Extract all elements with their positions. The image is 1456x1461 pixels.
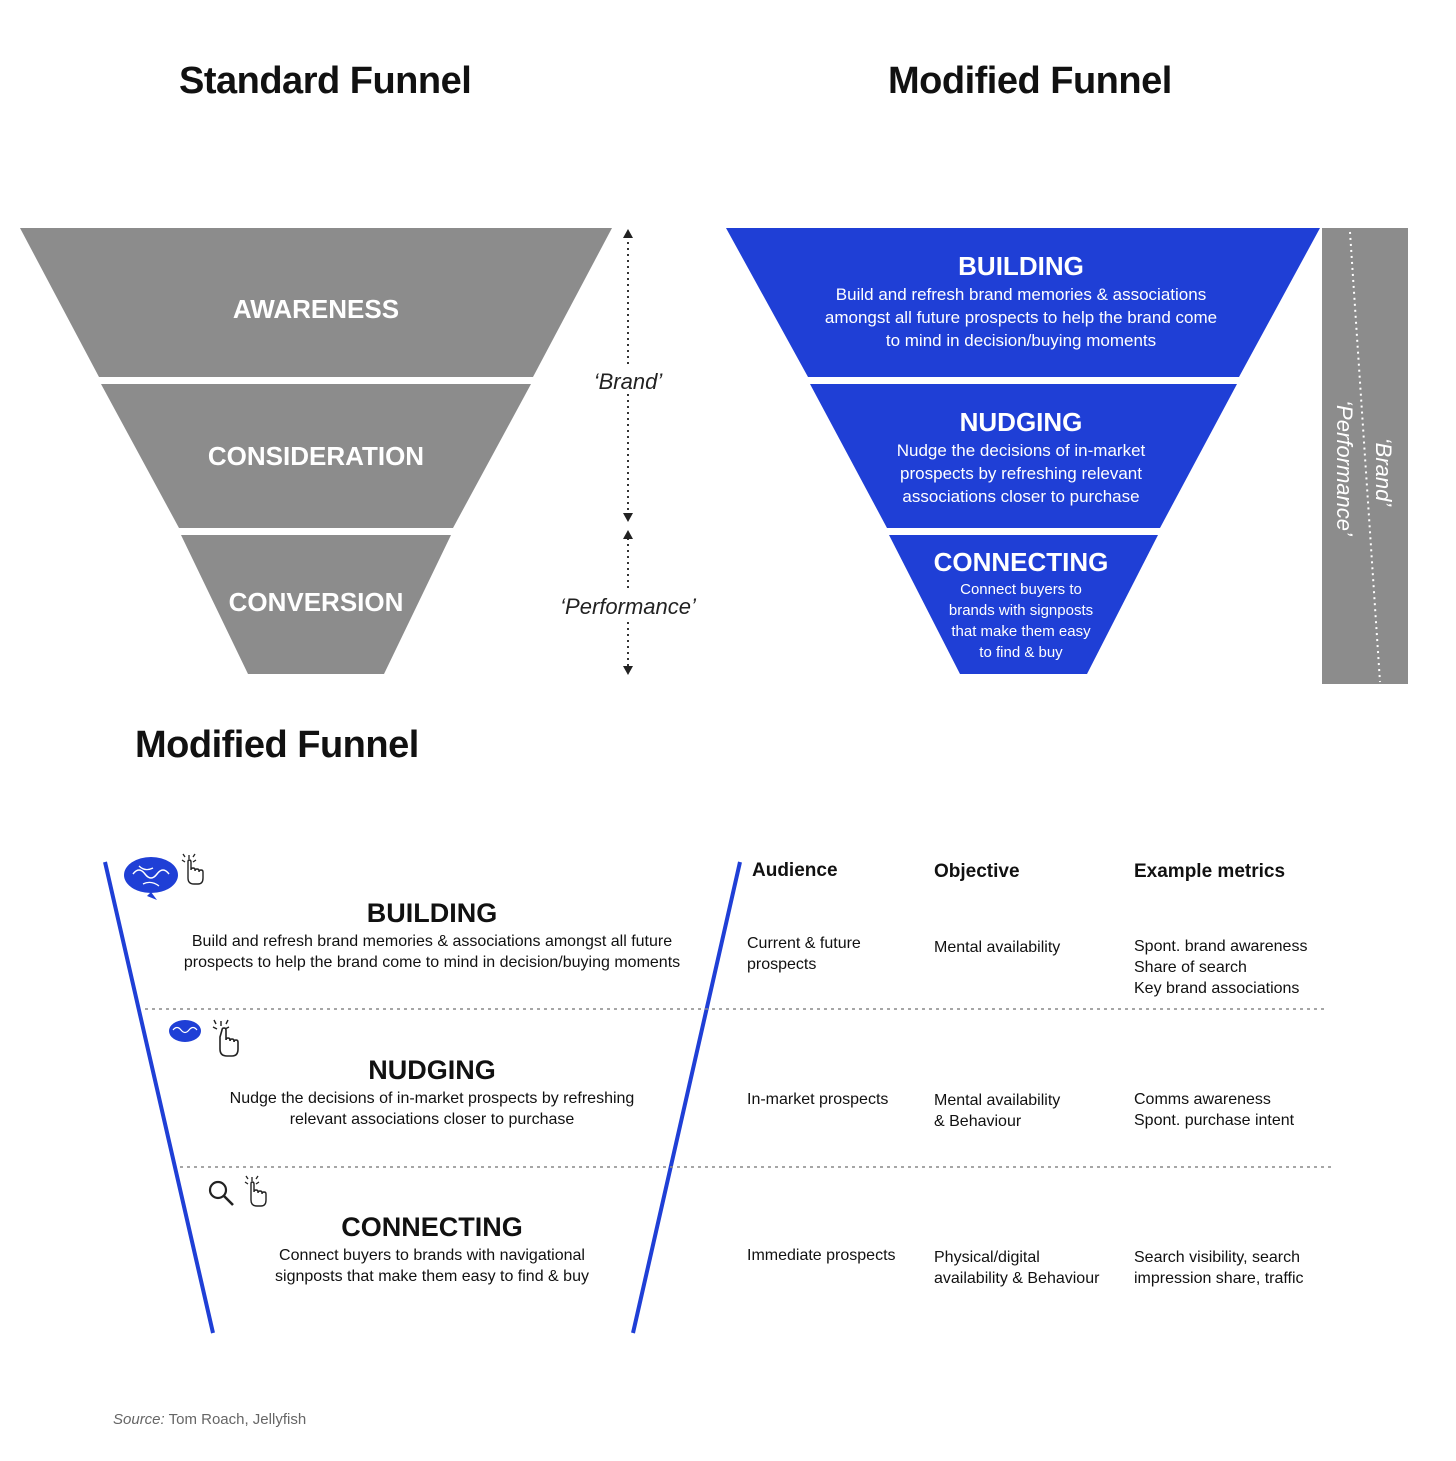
row-title: CONNECTING — [341, 1212, 523, 1242]
performance-label: ‘Performance’ — [560, 594, 697, 619]
connecting-desc-line: that make them easy — [951, 623, 1091, 640]
building-desc-line: to mind in decision/buying moments — [886, 331, 1156, 350]
modified-funnel-title: Modified Funnel — [888, 60, 1172, 102]
header-example-metrics: Example metrics — [1134, 861, 1286, 882]
search-icon — [208, 1180, 234, 1206]
building-title: BUILDING — [958, 251, 1084, 281]
header-audience: Audience — [752, 860, 838, 881]
cell-line: availability & Behaviour — [934, 1270, 1100, 1287]
building-desc-line: amongst all future prospects to help the… — [825, 308, 1217, 327]
consideration-segment — [101, 384, 531, 528]
arrow-up-icon — [623, 229, 633, 238]
conversion-label: CONVERSION — [229, 587, 404, 617]
click-icon — [212, 1019, 239, 1057]
connecting-title: CONNECTING — [934, 547, 1109, 577]
metrics-cell: Spont. brand awareness Share of search K… — [1134, 936, 1307, 999]
cell-line: Spont. purchase intent — [1134, 1112, 1295, 1129]
cell-line: Comms awareness — [1134, 1091, 1271, 1108]
row-description: Build and refresh brand memories & assoc… — [140, 931, 724, 973]
row-title: BUILDING — [366, 898, 498, 928]
source-text: Tom Roach, Jellyfish — [168, 1411, 307, 1428]
side-bar-performance-label: ‘Performance’ — [1332, 400, 1357, 537]
brain-icon — [124, 857, 178, 900]
table-row: NUDGING Nudge the decisions of in-market… — [140, 1055, 724, 1130]
modified-funnel-table-title: Modified Funnel — [135, 724, 419, 766]
source-label: Source: — [113, 1411, 165, 1428]
cell-line: Physical/digital — [934, 1249, 1040, 1266]
brand-label: ‘Brand’ — [594, 369, 664, 394]
cell-line: Key brand associations — [1134, 980, 1300, 997]
side-bar-brand-label: ‘Brand’ — [1371, 438, 1396, 508]
objective-cell: Mental availability — [934, 937, 1060, 958]
conversion-segment — [181, 535, 451, 674]
table-row: BUILDING Build and refresh brand memorie… — [140, 898, 724, 973]
row-description-line: prospects to help the brand come to mind… — [183, 954, 681, 971]
table-row: CONNECTING Connect buyers to brands with… — [140, 1212, 724, 1287]
row-description-line: Connect buyers to brands with navigation… — [279, 1247, 585, 1264]
connecting-desc-line: brands with signposts — [949, 602, 1093, 619]
metrics-cell: Search visibility, search impression sha… — [1134, 1247, 1304, 1289]
arrow-down-icon — [623, 666, 633, 675]
connecting-segment — [889, 535, 1158, 674]
arrow-up-icon — [623, 530, 633, 539]
cell-line: & Behaviour — [934, 1113, 1022, 1130]
row-description-line: signposts that make them easy to find & … — [275, 1268, 589, 1285]
arrow-down-icon — [623, 513, 633, 522]
objective-cell: Physical/digital availability & Behaviou… — [934, 1247, 1099, 1289]
cell-line: Mental availability — [934, 1092, 1061, 1109]
cell-line: Immediate prospects — [747, 1247, 896, 1264]
nudging-desc-line: associations closer to purchase — [902, 487, 1139, 506]
row-description: Connect buyers to brands with navigation… — [140, 1245, 724, 1287]
building-segment — [726, 228, 1320, 377]
funnel-right-line — [631, 861, 742, 1334]
objective-cell: Mental availability & Behaviour — [934, 1090, 1060, 1132]
connecting-desc-line: Connect buyers to — [960, 581, 1082, 598]
awareness-label: AWARENESS — [233, 294, 399, 324]
click-icon — [181, 853, 204, 885]
cell-line: Current & future — [747, 935, 861, 952]
row-description-line: relevant associations closer to purchase — [289, 1111, 575, 1128]
cell-line: Mental availability — [934, 939, 1061, 956]
standard-funnel: AWARENESS CONSIDERATION CONVERSION ‘Bran… — [20, 228, 697, 675]
header-objective: Objective — [934, 861, 1020, 882]
cell-line: prospects — [747, 956, 817, 973]
nudging-desc-line: Nudge the decisions of in-market — [897, 441, 1146, 460]
audience-cell: Immediate prospects — [747, 1245, 896, 1266]
click-icon — [244, 1175, 267, 1207]
side-bar — [1322, 228, 1408, 684]
connecting-desc-line: to find & buy — [979, 644, 1063, 661]
cell-line: Search visibility, search — [1134, 1249, 1300, 1266]
metrics-cell: Comms awareness Spont. purchase intent — [1134, 1089, 1294, 1131]
modified-funnel: BUILDING Build and refresh brand memorie… — [726, 228, 1408, 684]
nudging-segment — [810, 384, 1237, 528]
row-title: NUDGING — [368, 1055, 496, 1085]
consideration-label: CONSIDERATION — [208, 441, 424, 471]
standard-funnel-title: Standard Funnel — [179, 60, 472, 102]
cell-line: Share of search — [1134, 959, 1247, 976]
audience-cell: Current & future prospects — [747, 933, 861, 975]
table-funnel — [103, 853, 1333, 1334]
row-description-line: Nudge the decisions of in-market prospec… — [229, 1090, 635, 1107]
nudging-title: NUDGING — [960, 407, 1083, 437]
building-desc-line: Build and refresh brand memories & assoc… — [836, 285, 1206, 304]
cell-line: In-market prospects — [747, 1091, 889, 1108]
audience-cell: In-market prospects — [747, 1089, 888, 1110]
funnel-left-line — [103, 861, 215, 1334]
nudging-desc-line: prospects by refreshing relevant — [900, 464, 1142, 483]
brain-icon — [169, 1020, 201, 1042]
cell-line: Spont. brand awareness — [1134, 938, 1308, 955]
awareness-segment — [20, 228, 612, 377]
source-credit: Source: Tom Roach, Jellyfish — [113, 1411, 306, 1428]
row-description: Nudge the decisions of in-market prospec… — [140, 1088, 724, 1130]
row-description-line: Build and refresh brand memories & assoc… — [191, 933, 673, 950]
cell-line: impression share, traffic — [1134, 1270, 1304, 1287]
